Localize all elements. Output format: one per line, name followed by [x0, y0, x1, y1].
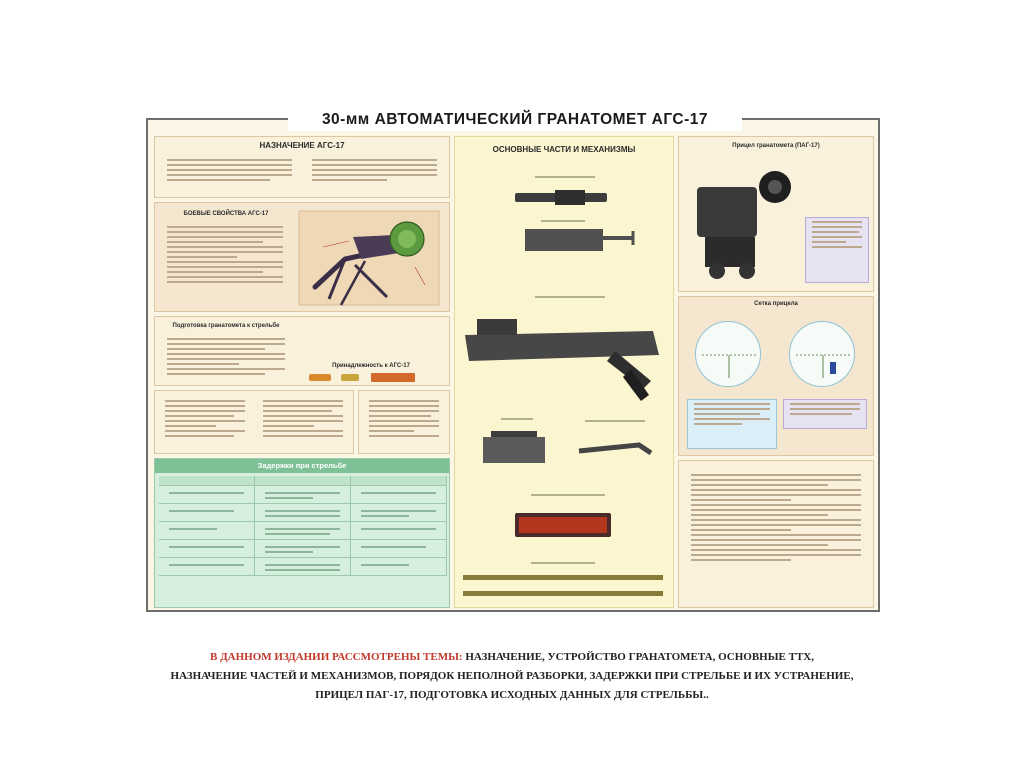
caption-lead: В ДАННОМ ИЗДАНИИ РАССМОТРЕНЫ ТЕМЫ: [210, 651, 463, 663]
malfunctions-table [159, 476, 447, 576]
reticle-panel: Сетка прицела [678, 296, 874, 456]
parts-illustration [463, 176, 663, 596]
caption-line-3: ПРИЦЕЛ ПАГ-17, ПОДГОТОВКА ИСХОДНЫХ ДАННЫ… [315, 689, 709, 701]
ammo-accessories-illustration [309, 373, 415, 382]
reticle-heading: Сетка прицела [754, 301, 798, 307]
poster: 30-мм АВТОМАТИЧЕСКИЙ ГРАНАТОМЕТ АГС-17 Н… [146, 109, 880, 612]
purpose-panel: НАЗНАЧЕНИЕ АГС-17 [154, 136, 450, 198]
sight-panel: Прицел гранатомета (ПАГ-17) [678, 136, 874, 292]
parts-purpose-panel [154, 390, 354, 454]
preparation-panel: Подготовка гранатомета к стрельбе Принад… [154, 316, 450, 386]
reticle-right [789, 321, 855, 387]
reticle-left [695, 321, 761, 387]
caption-line-1: НАЗНАЧЕНИЕ, УСТРОЙСТВО ГРАНАТОМЕТА, ОСНО… [462, 651, 814, 663]
caption-line-2: НАЗНАЧЕНИЕ ЧАСТЕЙ И МЕХАНИЗМОВ, ПОРЯДОК … [170, 670, 854, 682]
poster-title: 30-мм АВТОМАТИЧЕСКИЙ ГРАНАТОМЕТ АГС-17 [288, 109, 742, 131]
edition-topics-caption: В ДАННОМ ИЗДАНИИ РАССМОТРЕНЫ ТЕМЫ: НАЗНА… [150, 648, 874, 705]
malfunctions-heading: Задержки при стрельбе [155, 459, 449, 473]
malfunctions-panel: Задержки при стрельбе [154, 458, 450, 608]
purpose-heading: НАЗНАЧЕНИЕ АГС-17 [259, 141, 345, 150]
combat-properties-panel: БОЕВЫЕ СВОЙСТВА АГС-17 [154, 202, 450, 312]
launcher-illustration [298, 210, 440, 306]
preparation-heading: Подготовка гранатомета к стрельбе [172, 323, 280, 329]
main-parts-panel: ОСНОВНЫЕ ЧАСТИ И МЕХАНИЗМЫ [454, 136, 674, 608]
main-parts-heading: ОСНОВНЫЕ ЧАСТИ И МЕХАНИЗМЫ [492, 145, 636, 154]
combat-properties-heading: БОЕВЫЕ СВОЙСТВА АГС-17 [183, 211, 269, 217]
initial-data-panel [678, 460, 874, 608]
accessories-heading: Принадлежность к АГС-17 [332, 363, 410, 369]
disassembly-panel [358, 390, 450, 454]
sight-illustration [697, 171, 791, 279]
sight-heading: Прицел гранатомета (ПАГ-17) [732, 143, 820, 149]
